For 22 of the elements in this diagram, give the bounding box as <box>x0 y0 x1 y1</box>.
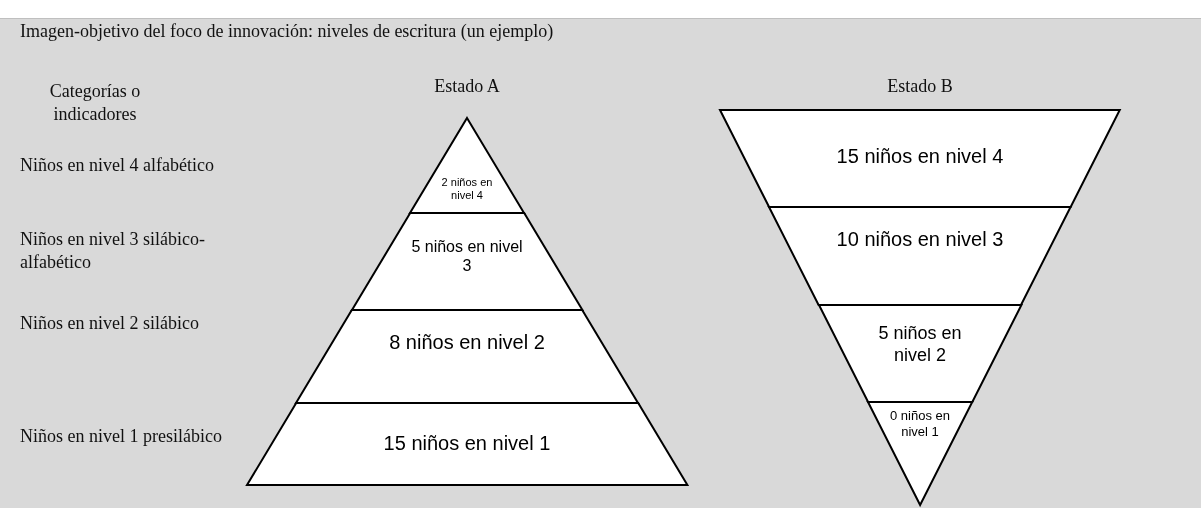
segment-text: 8 niños en nivel 2 <box>388 330 546 354</box>
pyramid-segment <box>769 207 1071 305</box>
segment-text: 2 niños en nivel 4 <box>440 176 494 203</box>
column-header: Estado B <box>886 75 954 98</box>
segment-text: 15 niños en nivel 4 <box>835 144 1005 168</box>
row-label: Niños en nivel 4 alfabético <box>20 154 215 177</box>
segment-text: 0 niños en nivel 1 <box>889 408 951 440</box>
segment-text: 5 niños en nivel 2 <box>877 323 963 367</box>
row-label: Niños en nivel 3 silábico-alfabético <box>20 228 206 273</box>
segment-text: 5 niños en nivel 3 <box>410 237 524 276</box>
column-header: Estado A <box>433 75 501 98</box>
segment-text: 15 niños en nivel 1 <box>382 431 552 455</box>
pyramid-segment <box>818 305 1022 402</box>
pyramid-segment <box>410 118 524 213</box>
row-label: Niños en nivel 1 presilábico <box>20 425 223 448</box>
segment-text: 10 niños en nivel 3 <box>835 227 1005 251</box>
figure-caption: Imagen-objetivo del foco de innovación: niveles de escritura (un ejemplo) <box>20 20 555 43</box>
row-label: Niños en nivel 2 silábico <box>20 312 200 335</box>
pyramid-segment <box>351 213 583 310</box>
pyramid-segment <box>867 402 973 505</box>
pyramid-segment <box>296 310 638 403</box>
column-header: Categorías o indicadores <box>48 80 142 125</box>
